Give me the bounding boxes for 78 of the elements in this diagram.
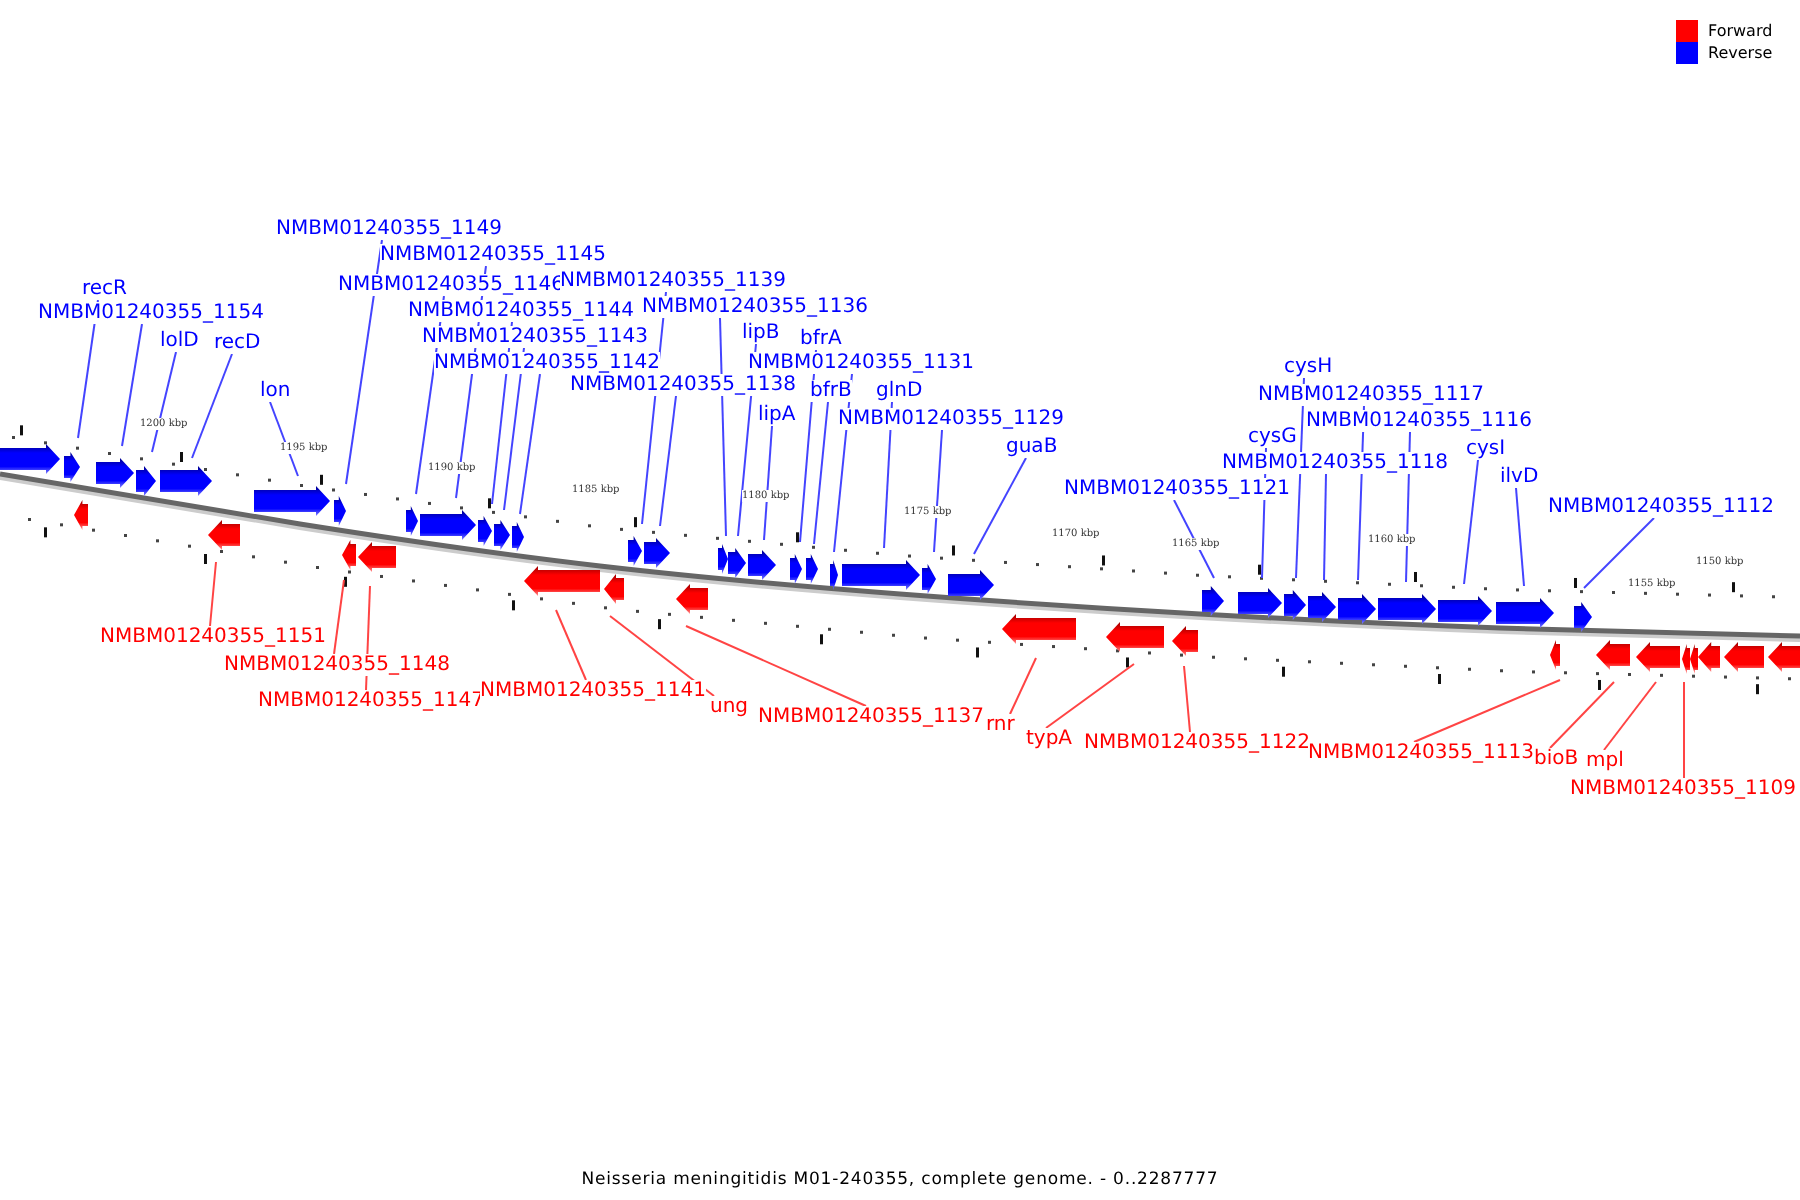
- gene-label: ung: [710, 696, 749, 718]
- gene-label: NMBM01240355_1151: [100, 626, 326, 648]
- leader-line: [685, 625, 867, 707]
- gene-label: bfrB: [810, 380, 852, 402]
- caption: Neisseria meningitidis M01-240355, complete genome. - 0..2287777: [581, 1170, 1219, 1190]
- leader-line: [1173, 499, 1215, 579]
- gene-label: guaB: [1006, 436, 1058, 458]
- leader-line: [121, 323, 143, 447]
- gene-label: NMBM01240355_1113: [1308, 742, 1534, 764]
- leader-line: [1463, 459, 1479, 585]
- leader-line: [1045, 663, 1135, 729]
- gene-label: NMBM01240355_1122: [1084, 732, 1310, 754]
- leader-line: [191, 353, 233, 459]
- leader-line: [933, 429, 943, 553]
- gene-label: NMBM01240355_1109: [1570, 778, 1796, 800]
- gene-label: NMBM01240355_1144: [408, 300, 634, 322]
- gene-label: NMBM01240355_1145: [380, 244, 606, 266]
- gene-label: lolD: [160, 330, 199, 352]
- leader-line: [1323, 473, 1327, 581]
- leader-line: [1549, 681, 1615, 749]
- gene-label: NMBM01240355_1129: [838, 408, 1064, 430]
- leader-line: [659, 395, 677, 527]
- gene-label: NMBM01240355_1136: [642, 296, 868, 318]
- leader-line: [269, 401, 299, 477]
- leader-line: [609, 615, 715, 697]
- leader-line: [345, 239, 383, 485]
- gene-label: NMBM01240355_1118: [1222, 452, 1448, 474]
- leader-line: [1183, 665, 1191, 733]
- leader-line: [883, 401, 893, 549]
- gene-label: NMBM01240355_1149: [276, 218, 502, 240]
- leader-line: [1009, 657, 1037, 715]
- gene-label: typA: [1026, 728, 1073, 750]
- gene-label: NMBM01240355_1146: [338, 274, 564, 296]
- gene-label: lon: [260, 380, 291, 402]
- legend-label: Forward: [1708, 22, 1773, 40]
- gene-label: rnr: [986, 714, 1015, 736]
- gene-label: cysI: [1466, 438, 1506, 460]
- gene-label: NMBM01240355_1121: [1064, 478, 1290, 500]
- gene-label: lipA: [758, 404, 796, 426]
- leader-line: [973, 457, 1027, 555]
- leader-line: [719, 317, 727, 537]
- gene-label: NMBM01240355_1143: [422, 326, 648, 348]
- gene-label: NMBM01240355_1139: [560, 270, 786, 292]
- gene-label: lipB: [742, 322, 780, 344]
- leader-line: [1413, 679, 1561, 743]
- leader-line: [503, 347, 525, 511]
- gene-label: NMBM01240355_1142: [434, 352, 660, 374]
- gene-label: NMBM01240355_1138: [570, 374, 796, 396]
- gene-label: bioB: [1534, 748, 1579, 770]
- gene-label: cysH: [1284, 356, 1333, 378]
- leader-line: [555, 609, 587, 681]
- gene-label: NMBM01240355_1141: [480, 680, 706, 702]
- leader-line: [519, 373, 541, 515]
- gene-label: NMBM01240355_1131: [748, 352, 974, 374]
- leader-line: [1603, 681, 1657, 751]
- leader-line: [813, 401, 829, 545]
- gene-label: NMBM01240355_1148: [224, 654, 450, 676]
- leader-line: [151, 351, 177, 453]
- gene-label: cysG: [1248, 426, 1297, 448]
- gene-label: NMBM01240355_1112: [1548, 496, 1774, 518]
- gene-label: glnD: [876, 380, 923, 402]
- gene-label: bfrA: [800, 328, 842, 350]
- gene-label: NMBM01240355_1154: [38, 302, 264, 324]
- leader-line: [763, 425, 773, 541]
- leader-line: [209, 561, 217, 627]
- gene-label: NMBM01240355_1116: [1306, 410, 1532, 432]
- gene-label: NMBM01240355_1147: [258, 690, 484, 712]
- gene-label: mpl: [1586, 750, 1624, 772]
- leader-line: [333, 579, 345, 655]
- gene-label: NMBM01240355_1117: [1258, 384, 1484, 406]
- gene-label: NMBM01240355_1137: [758, 706, 984, 728]
- gene-label: recR: [82, 278, 127, 300]
- leader-line: [1583, 517, 1655, 589]
- gene-label: recD: [214, 332, 261, 354]
- leader-line: [1683, 681, 1685, 779]
- gene-label: ilvD: [1500, 466, 1539, 488]
- legend-label: Reverse: [1708, 44, 1773, 62]
- leader-line: [1515, 487, 1525, 587]
